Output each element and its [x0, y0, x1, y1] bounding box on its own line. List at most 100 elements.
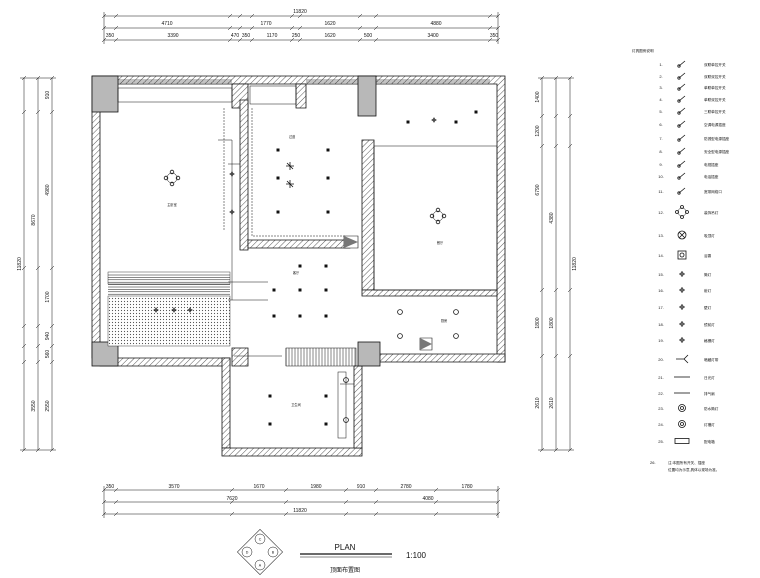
legend-number: 11. [658, 189, 663, 194]
room-label: 卫生间 [291, 402, 301, 407]
downlight-icon [326, 148, 330, 152]
dim-right-inner: 6790 [535, 184, 541, 195]
legend-label: 防水筒灯 [704, 406, 719, 411]
legend-label: 壁灯 [704, 305, 712, 310]
dim-top-mid: 1770 [260, 21, 271, 27]
legend-symbol-icon [674, 438, 690, 444]
legend-label: 配电箱 [704, 439, 715, 444]
legend-number: 5. [659, 109, 662, 114]
dim-bottom-inner: 1980 [310, 484, 321, 490]
legend-label: 宽带网络口 [704, 189, 722, 194]
legend-symbol-icon [679, 337, 685, 343]
legend-symbol-icon [679, 271, 685, 277]
dim-left-inner: 4980 [45, 184, 51, 195]
legend-number: 7. [659, 136, 662, 141]
chandelier-icon [163, 169, 181, 187]
legend-symbol-icon [677, 147, 686, 155]
downlight-icon [272, 288, 276, 292]
chandelier-icon [429, 207, 447, 225]
dim-bottom-inner: 1670 [253, 484, 264, 490]
dim-top-inner: 500 [364, 33, 373, 39]
ceiling-light-icon [397, 309, 403, 315]
legend-symbol-icon [676, 354, 689, 364]
legend-symbol-icon [679, 321, 685, 327]
legend-label: 吸顶灯 [704, 233, 715, 238]
legend: 灯具图例说明 1.双联单控开关2.双联双控开关3.单联单控开关4.单联双控开关5… [632, 48, 730, 472]
dim-bottom-inner: 350 [106, 484, 115, 490]
legend-symbol-icon [677, 134, 686, 142]
downlight-icon [276, 148, 280, 152]
title-block: C D B A PLAN 1:100 顶面布置图 [237, 529, 427, 575]
room-label: 餐厅 [437, 240, 444, 245]
spotlight-icon [431, 117, 437, 123]
dim-left-mid: 3550 [31, 400, 37, 411]
legend-title: 灯具图例说明 [632, 48, 654, 53]
legend-label: 电话插座 [704, 174, 719, 179]
dim-right-total: 11820 [572, 257, 578, 271]
dim-left-inner: 910 [45, 91, 51, 100]
downlight-icon [324, 314, 328, 318]
column [91, 75, 119, 113]
dim-top-mid: 1620 [324, 21, 335, 27]
axis-label: D [246, 551, 249, 555]
legend-label: 双联单控开关 [704, 62, 726, 67]
dim-top-inner: 470 [231, 33, 240, 39]
downlight-icon [324, 422, 328, 426]
legend-number: 17. [658, 305, 664, 310]
legend-label: 三联单控开关 [704, 109, 726, 114]
legend-number: 24. [658, 422, 664, 427]
legend-number: 13. [658, 233, 664, 238]
legend-symbol-icon [677, 95, 686, 103]
legend-label: 射灯 [704, 288, 712, 293]
legend-symbol-icon [677, 107, 686, 115]
legend-symbol-icon [677, 160, 686, 168]
ceiling-light-icon [453, 333, 459, 339]
spotlight-icon [229, 171, 235, 177]
dim-top-inner: 250 [292, 33, 301, 39]
spotlight-icon [171, 307, 177, 313]
legend-symbol-icon [677, 230, 687, 240]
legend-label: 单联双控开关 [704, 97, 726, 102]
ceiling-light-icon [343, 417, 349, 423]
dim-right-mid: 1800 [549, 317, 555, 328]
legend-symbol-icon [677, 187, 686, 195]
legend-symbol-icon [679, 287, 685, 293]
ceiling-light-icon [453, 309, 459, 315]
downlight-icon [324, 394, 328, 398]
legend-number: 3. [659, 85, 662, 90]
legend-number: 21. [658, 375, 664, 380]
legend-label: 格栅灯 [704, 338, 715, 343]
room-label: 客厅 [293, 270, 300, 275]
dim-top-inner: 3390 [167, 33, 178, 39]
column [357, 341, 381, 367]
ceiling-light-icon [397, 333, 403, 339]
dim-top-mid: 4710 [161, 21, 172, 27]
downlight-icon [324, 288, 328, 292]
downlight-icon [406, 120, 410, 124]
legend-number: 20. [658, 357, 664, 362]
room-label: 主卧室 [167, 202, 177, 207]
legend-number: 15. [658, 272, 664, 277]
legend-label: 排气扇 [704, 391, 715, 396]
legend-symbol-icon [677, 172, 686, 180]
downlight-icon [298, 314, 302, 318]
dim-top-inner: 1170 [267, 33, 278, 39]
legend-label: 空调电源插座 [704, 122, 726, 127]
dim-right-inner: 1400 [535, 91, 541, 102]
legend-number: 16. [658, 288, 664, 293]
downlight-icon [276, 176, 280, 180]
legend-symbol-icon [679, 304, 685, 310]
legend-note-number: 26. [650, 460, 656, 465]
downlight-icon [454, 120, 458, 124]
dim-bottom-inner: 1780 [461, 484, 472, 490]
legend-symbol-icon [675, 205, 689, 219]
axis-label: A [259, 564, 262, 568]
dim-top-mid: 4880 [430, 21, 441, 27]
drawing-scale: 1:100 [406, 551, 427, 560]
dim-left-inner: 1700 [45, 291, 51, 302]
legend-label: 筒灯 [704, 272, 712, 277]
dim-bottom-mid: 7620 [226, 496, 237, 502]
